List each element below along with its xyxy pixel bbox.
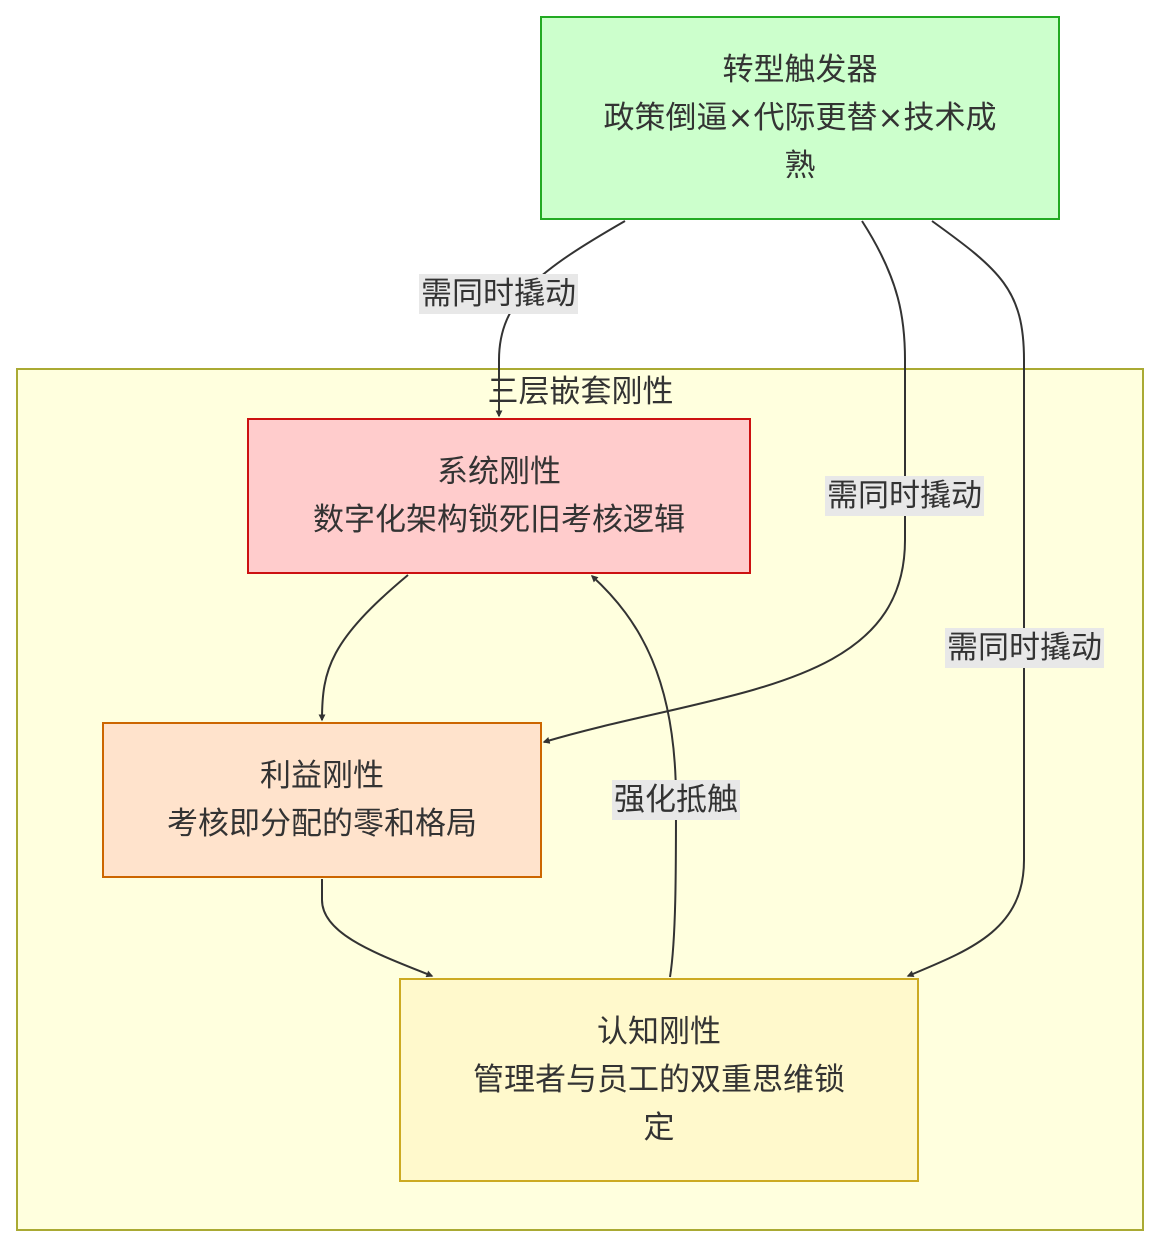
node-transformation-trigger[interactable]: 转型触发器 政策倒逼×代际更替×技术成熟 — [540, 16, 1060, 220]
node-title: 利益刚性 — [260, 758, 384, 794]
edge-system-to-interest — [318, 574, 409, 722]
node-subtitle: 考核即分配的零和格局 — [167, 806, 477, 842]
node-interest-rigidity[interactable]: 利益刚性 考核即分配的零和格局 — [102, 722, 542, 878]
edge-label-trigger-to-system: 需同时撬动 — [419, 274, 578, 314]
node-subtitle: 数字化架构锁死旧考核逻辑 — [313, 502, 685, 538]
node-system-rigidity[interactable]: 系统刚性 数字化架构锁死旧考核逻辑 — [247, 418, 751, 574]
node-title: 认知刚性 — [597, 1014, 721, 1050]
node-title: 系统刚性 — [437, 454, 561, 490]
cluster-title: 三层嵌套刚性 — [487, 374, 674, 410]
node-cognitive-rigidity[interactable]: 认知刚性 管理者与员工的双重思维锁定 — [399, 978, 919, 1182]
edge-cognitive-to-system — [590, 575, 678, 978]
edge-trigger-to-interest — [542, 220, 906, 744]
node-title: 转型触发器 — [722, 52, 878, 88]
edge-trigger-to-cognitive — [906, 220, 1025, 978]
node-subtitle: 管理者与员工的双重思维锁定 — [473, 1062, 845, 1146]
edge-interest-to-cognitive — [321, 879, 434, 978]
edge-label-trigger-to-cognitive: 需同时撬动 — [945, 628, 1104, 668]
node-subtitle: 政策倒逼×代际更替×技术成熟 — [603, 100, 997, 184]
edge-label-cognitive-to-system: 强化抵触 — [612, 780, 740, 820]
edge-label-trigger-to-interest: 需同时撬动 — [825, 476, 984, 516]
